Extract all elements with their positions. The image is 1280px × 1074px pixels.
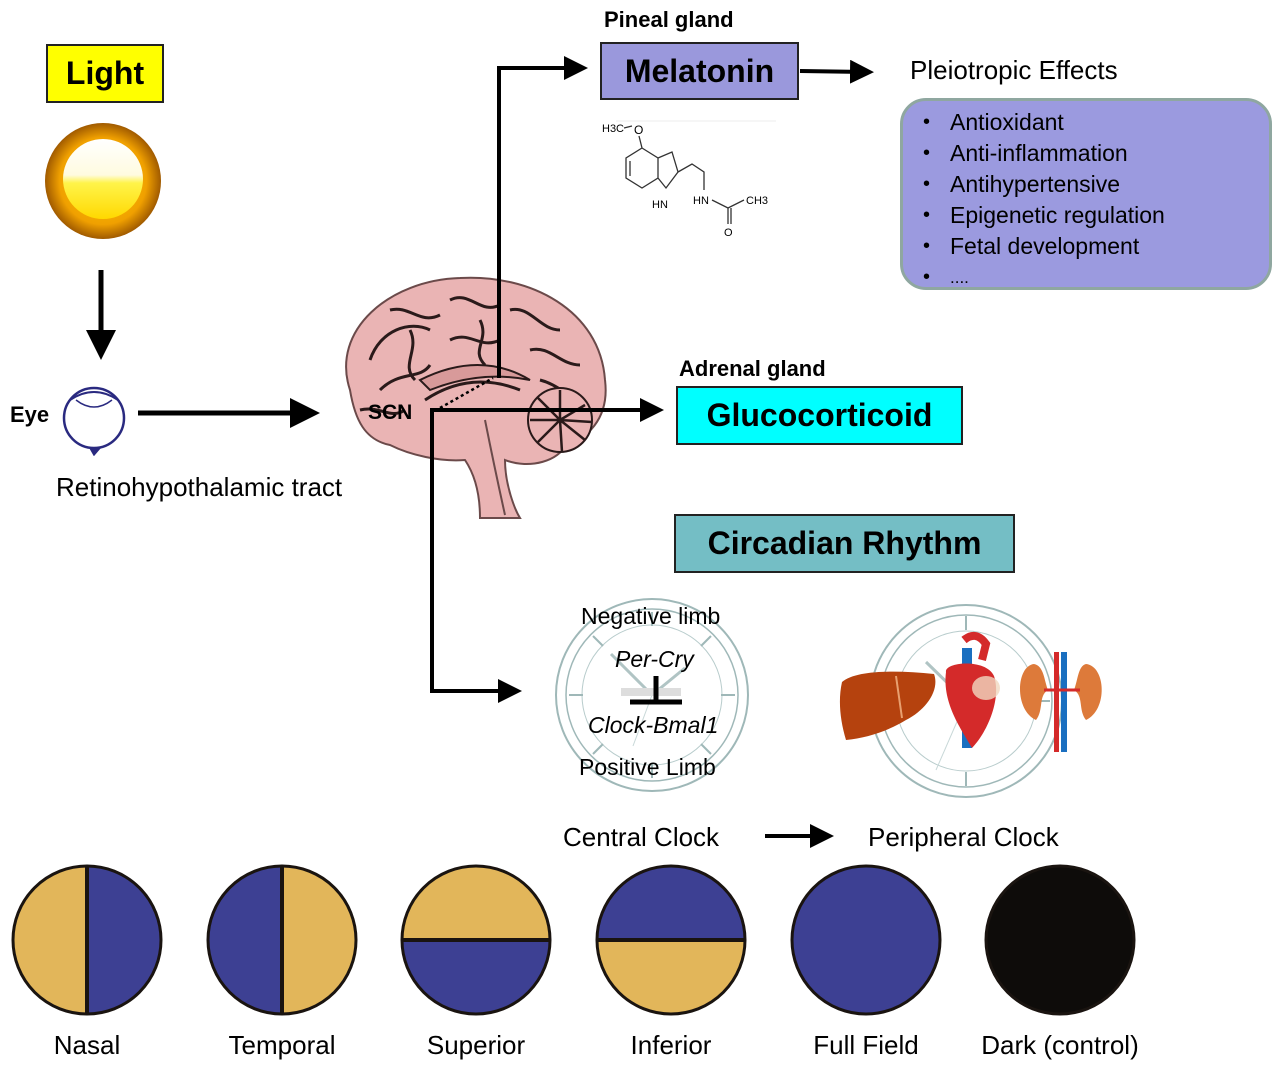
molecule-o-top: O — [634, 123, 643, 137]
glucocorticoid-label: Glucocorticoid — [706, 397, 933, 433]
field-outline — [595, 864, 747, 1016]
effect-item: Antioxidant — [923, 107, 1269, 138]
molecule-h3c: H3C — [602, 123, 624, 135]
light-label: Light — [65, 55, 145, 91]
glucocorticoid-box: Glucocorticoid — [676, 386, 963, 445]
central-clock-label: Central Clock — [563, 822, 720, 852]
circadian-rhythm-label: Circadian Rhythm — [707, 525, 982, 561]
central-clock-icon — [555, 598, 749, 792]
eye-icon — [62, 386, 126, 456]
sun-icon — [45, 123, 161, 239]
kidneys-icon — [1020, 652, 1102, 752]
field-outline — [11, 864, 163, 1016]
field-circle-dark-control — [984, 864, 1136, 1016]
molecule-hn-chain: HN — [693, 195, 709, 207]
light-box: Light — [46, 44, 164, 103]
field-circle-nasal — [11, 864, 163, 1016]
heart-icon — [945, 631, 1000, 748]
molecule-ch3: CH3 — [746, 195, 768, 207]
effect-item: Antihypertensive — [923, 169, 1269, 200]
brain-icon — [345, 276, 607, 519]
adrenal-gland-label: Adrenal gland — [679, 356, 826, 381]
negative-limb-label: Negative limb — [581, 603, 721, 629]
molecule-o-bottom: O — [724, 227, 733, 239]
field-label-dark-control: Dark (control) — [981, 1030, 1139, 1060]
field-circle-full-field — [790, 864, 942, 1016]
field-outline — [984, 864, 1136, 1016]
field-circle-inferior — [595, 864, 747, 1016]
scn-label: SCN — [368, 401, 413, 424]
melatonin-molecule-icon: H3C O HN HN CH3 O — [602, 120, 776, 239]
field-circle-superior — [400, 864, 552, 1016]
liver-icon — [839, 671, 936, 740]
effect-item: .... — [923, 262, 1269, 293]
peripheral-clock-icon — [839, 604, 1102, 798]
field-label-full-field: Full Field — [813, 1030, 919, 1060]
field-label-temporal: Temporal — [228, 1030, 336, 1060]
arrow-melatonin-to-effects — [799, 59, 874, 84]
melatonin-box: Melatonin — [600, 42, 799, 100]
arrow-scn-dotted — [439, 376, 494, 410]
effects-list: Antioxidant Anti-inflammation Antihypert… — [923, 107, 1269, 293]
arrow-scn-to-melatonin — [497, 56, 588, 378]
peripheral-clock-label: Peripheral Clock — [868, 822, 1059, 852]
effects-box: Antioxidant Anti-inflammation Antihypert… — [900, 98, 1272, 293]
eye-label: Eye — [10, 402, 50, 427]
melatonin-label: Melatonin — [624, 52, 775, 89]
field-outline — [206, 864, 358, 1016]
field-label-nasal: Nasal — [53, 1030, 121, 1060]
effect-item: Epigenetic regulation — [923, 200, 1269, 231]
effects-title: Pleiotropic Effects — [910, 55, 1118, 85]
tract-label: Retinohypothalamic tract — [56, 472, 343, 502]
per-cry-label: Per-Cry — [615, 646, 694, 672]
field-outline — [400, 864, 552, 1016]
field-outline — [790, 864, 942, 1016]
effect-item: Fetal development — [923, 231, 1269, 262]
clock-bmal1-label: Clock-Bmal1 — [588, 712, 719, 738]
field-circle-temporal — [206, 864, 358, 1016]
molecule-hn-ring: HN — [652, 199, 668, 211]
field-label-inferior: Inferior — [630, 1030, 712, 1060]
positive-limb-label: Positive Limb — [579, 754, 716, 780]
inhibition-symbol-icon — [630, 676, 682, 705]
effect-item: Anti-inflammation — [923, 138, 1269, 169]
circadian-rhythm-box: Circadian Rhythm — [674, 514, 1015, 573]
arrow-scn-to-circadian — [430, 410, 522, 703]
pineal-gland-label: Pineal gland — [604, 7, 734, 32]
field-label-superior: Superior — [426, 1030, 526, 1060]
